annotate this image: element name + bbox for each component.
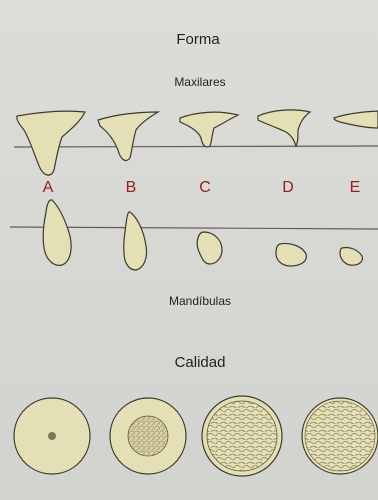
maxilla-shape-c bbox=[180, 112, 238, 147]
class-label-a: A bbox=[43, 179, 54, 196]
mandible-shape-c bbox=[197, 232, 222, 264]
maxilla-shape-a bbox=[17, 111, 85, 175]
class-label-c: C bbox=[199, 179, 211, 196]
mandible-label: Mandíbulas bbox=[169, 294, 231, 308]
maxilla-reference-line bbox=[14, 146, 378, 147]
class-label-e: E bbox=[350, 179, 361, 196]
quality-title: Calidad bbox=[175, 354, 226, 371]
quality-type-1 bbox=[14, 398, 90, 474]
maxilla-shape-e bbox=[334, 111, 378, 128]
quality-type-3 bbox=[202, 396, 282, 476]
mandible-shape-e bbox=[340, 247, 362, 265]
maxilla-shape-d bbox=[258, 110, 310, 146]
figure-title: Forma bbox=[176, 31, 220, 48]
quality-type-4 bbox=[302, 398, 378, 474]
maxilla-label: Maxilares bbox=[174, 75, 225, 89]
maxilla-shape-b bbox=[98, 112, 158, 160]
mandible-shape-b bbox=[124, 212, 147, 270]
class-label-d: D bbox=[282, 179, 294, 196]
mandible-shape-a bbox=[43, 200, 71, 265]
mandible-shape-d bbox=[276, 243, 306, 266]
class-label-b: B bbox=[126, 179, 137, 196]
quality-type-2 bbox=[110, 398, 186, 474]
